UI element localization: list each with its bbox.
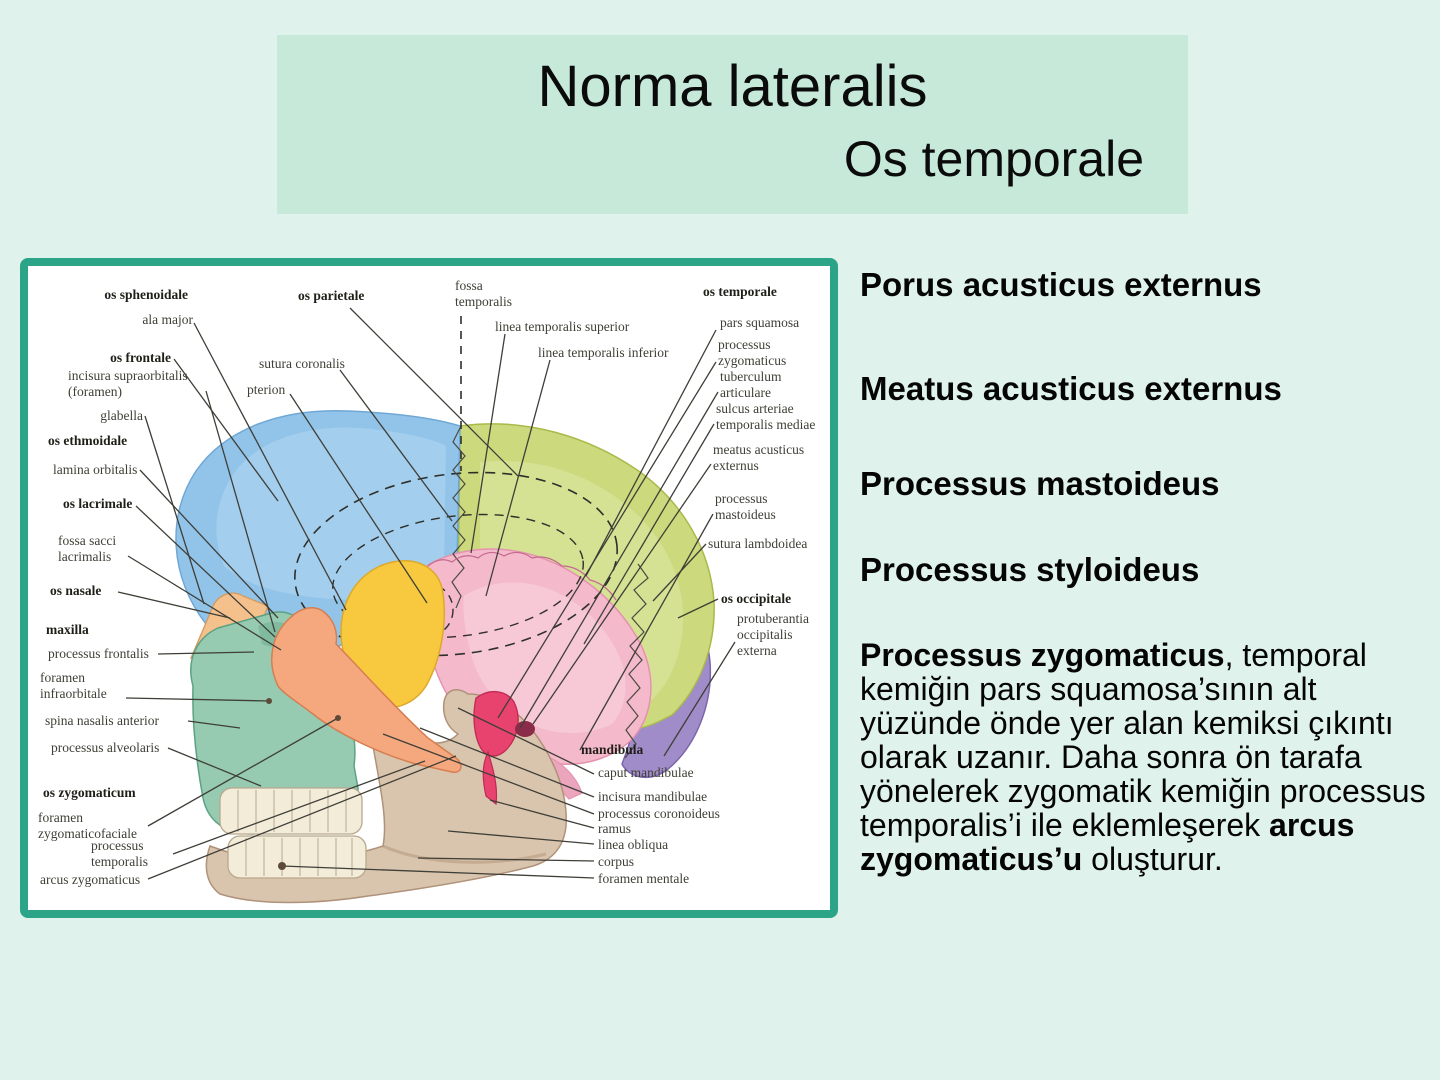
label-fossa-temporalis: fossa temporalis xyxy=(455,278,512,309)
title-box: Norma lateralis Os temporale xyxy=(277,35,1188,214)
label-os-temporale: os temporale xyxy=(703,284,777,299)
label-incisura-supraorbitalis: incisura supraorbitalis (foramen) xyxy=(68,368,188,399)
label-lamina-orbitalis: lamina orbitalis xyxy=(53,462,138,477)
label-os-nasale: os nasale xyxy=(50,583,102,598)
label-processus-frontalis: processus frontalis xyxy=(48,646,149,661)
term-processus-mastoideus: Processus mastoideus xyxy=(860,465,1220,502)
label-processus-mastoideus: processus mastoideus xyxy=(715,491,776,522)
label-sutura-lambdoidea: sutura lambdoidea xyxy=(708,536,808,551)
label-foramen-infraorbitale: foramen infraorbitale xyxy=(40,670,107,701)
right-text-column: Porus acusticus externus Meatus acusticu… xyxy=(858,262,1438,922)
bone-zygomaticum xyxy=(271,606,462,773)
label-os-occipitale: os occipitale xyxy=(721,591,792,606)
label-tuberculum-articulare: tuberculum articulare xyxy=(720,369,782,400)
label-os-frontale: os frontale xyxy=(110,350,171,365)
anatomy-panel: os sphenoidale ala major os frontale inc… xyxy=(20,258,838,918)
label-pterion: pterion xyxy=(247,382,286,397)
description-paragraph: Processus zygomaticus, temporal kemiğin … xyxy=(860,638,1434,876)
sutura-lambdoidea-line xyxy=(624,563,649,759)
label-linea-temporalis-inferior: linea temporalis inferior xyxy=(538,345,669,360)
label-os-ethmoidale: os ethmoidale xyxy=(48,433,128,448)
anatomy-panel-inner: os sphenoidale ala major os frontale inc… xyxy=(28,266,830,910)
label-pars-squamosa: pars squamosa xyxy=(720,315,800,330)
term-meatus-acusticus-externus: Meatus acusticus externus xyxy=(860,370,1282,407)
label-caput-mandibulae: caput mandibulae xyxy=(598,765,694,780)
paragraph-end: oluşturur. xyxy=(1082,841,1223,877)
label-processus-alveolaris: processus alveolaris xyxy=(51,740,160,755)
slide-title: Norma lateralis xyxy=(537,54,928,119)
bone-frontale-highlight xyxy=(216,427,446,600)
term-processus-styloideus: Processus styloideus xyxy=(860,551,1200,588)
label-protuberantia-occipitalis-externa: protuberantia occipitalis externa xyxy=(737,611,809,658)
label-arcus-zygomaticus: arcus zygomaticus xyxy=(40,872,141,887)
label-processus-temporalis: processus temporalis xyxy=(91,838,148,869)
lower-teeth xyxy=(227,835,367,879)
styloid-region xyxy=(473,691,519,757)
slide-subtitle: Os temporale xyxy=(843,131,1144,187)
label-os-lacrimale: os lacrimale xyxy=(63,496,133,511)
label-linea-obliqua: linea obliqua xyxy=(598,837,669,852)
sutura-coronalis-line xyxy=(451,427,466,609)
bone-mandibula xyxy=(205,689,567,904)
term-porus-acusticus-externus: Porus acusticus externus xyxy=(860,266,1262,303)
label-glabella: glabella xyxy=(100,408,143,423)
label-foramen-zygomaticofaciale: foramen zygomaticofaciale xyxy=(38,810,137,841)
label-maxilla: maxilla xyxy=(46,622,89,637)
label-meatus-acusticus-externus: meatus acusticus externus xyxy=(713,442,805,473)
label-os-parietale: os parietale xyxy=(298,288,365,303)
meatus-opening xyxy=(515,721,535,737)
paragraph-middle: , temporal kemiğin pars squamosa’sının a… xyxy=(860,637,1426,843)
label-incisura-mandibulae: incisura mandibulae xyxy=(598,789,708,804)
label-sulcus-arteriae: sulcus arteriae temporalis mediae xyxy=(716,401,816,432)
label-foramen-mentale: foramen mentale xyxy=(598,871,690,886)
label-ala-major: ala major xyxy=(142,312,193,327)
linea-temporalis-inferior-dashed xyxy=(332,513,584,639)
label-processus-zygomaticus: processus zygomaticus xyxy=(718,337,787,368)
label-processus-coronoideus: processus coronoideus xyxy=(598,806,720,821)
leader-lines xyxy=(117,307,736,880)
label-spina-nasalis-anterior: spina nasalis anterior xyxy=(45,713,159,728)
paragraph-tail-bold: arcus zygomaticus’u xyxy=(860,807,1355,877)
skull-illustration xyxy=(117,307,736,904)
linea-temporalis-superior-dashed xyxy=(294,471,618,657)
label-ramus: ramus xyxy=(598,821,631,836)
label-corpus: corpus xyxy=(598,854,634,869)
label-fossa-sacci-lacrimalis: fossa sacci lacrimalis xyxy=(58,533,117,564)
label-linea-temporalis-superior: linea temporalis superior xyxy=(495,319,630,334)
label-sutura-coronalis: sutura coronalis xyxy=(259,356,345,371)
label-os-zygomaticum: os zygomaticum xyxy=(43,785,136,800)
foramina-dots xyxy=(266,698,341,870)
sutura-squamosa-line xyxy=(427,551,617,601)
mandible-shading xyxy=(382,844,547,864)
paragraph-lead-bold: Processus zygomaticus xyxy=(860,637,1225,673)
label-os-sphenoidale: os sphenoidale xyxy=(104,287,188,302)
label-mandibula: mandibula xyxy=(581,742,644,757)
